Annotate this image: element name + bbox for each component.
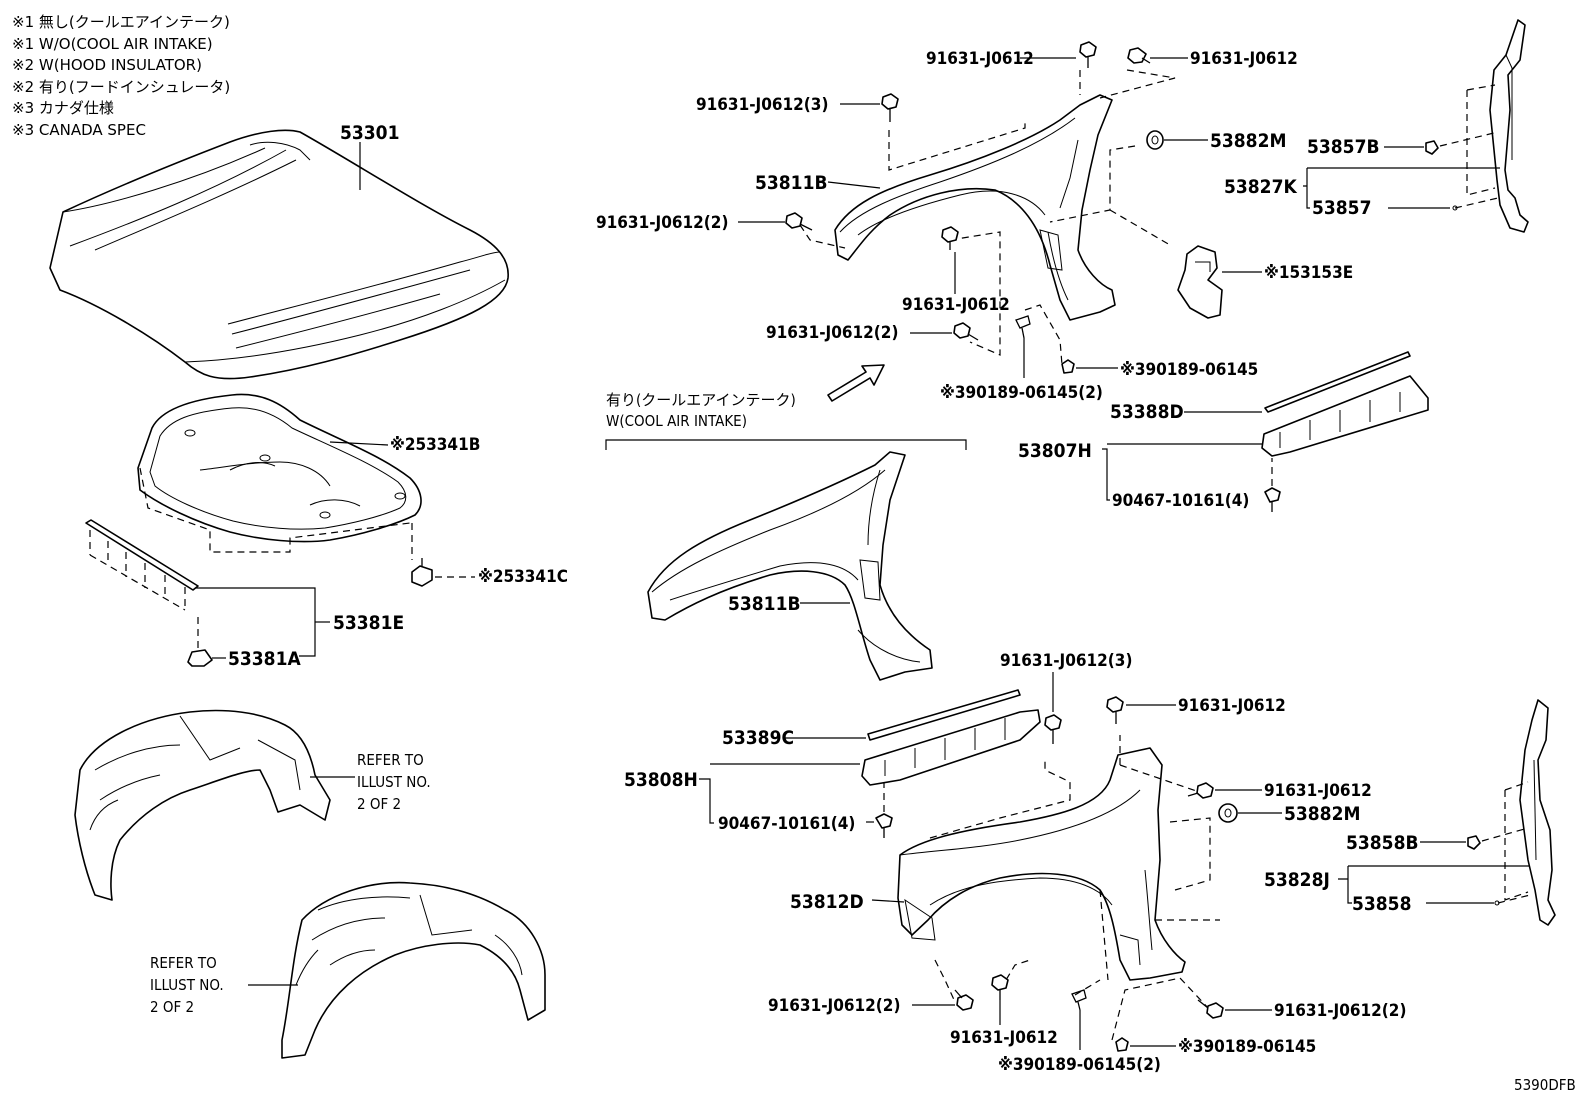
refer-line3-upper: 2 OF 2 — [357, 795, 401, 813]
label-bolt-2-left: 91631-J0612(2) — [596, 213, 728, 233]
bolt-91631-2-bottom-a — [954, 989, 974, 1011]
label-seal-53827k: 53827K — [1224, 176, 1297, 198]
label-bolt-3-top: 91631-J0612(3) — [696, 95, 828, 115]
legend-notes: ※1 無し(クールエアインテーク) ※1 W/O(COOL AIR INTAKE… — [12, 12, 230, 141]
washer-53882m-lower — [1218, 803, 1238, 823]
fender-seal-lower-right — [1519, 699, 1556, 926]
clip-53341c — [411, 558, 433, 587]
label-bolt-bottom-2a: 91631-J0612(2) — [768, 996, 900, 1016]
note-1-en: ※1 W/O(COOL AIR INTAKE) — [12, 34, 213, 53]
pad-53858b — [1467, 835, 1481, 850]
bolt-91631-top-left — [1079, 41, 1097, 68]
refer-line1-lower: REFER TO — [150, 954, 217, 972]
clip-90467-upper — [1264, 487, 1281, 512]
refer-line2-lower: ILLUST NO. — [150, 976, 224, 994]
label-protector-53388d: 53388D — [1110, 401, 1184, 423]
front-fender-variant — [647, 451, 933, 681]
clip-canada-mid-right — [1061, 359, 1075, 374]
label-bolt-lower-right2: 91631-J0612 — [1264, 781, 1372, 801]
washer-53882m-top — [1146, 130, 1164, 150]
pad-53857b — [1425, 140, 1439, 155]
label-clip-90467-upper: 90467-10161(4) — [1112, 491, 1249, 511]
fender-cover-53153e — [1177, 245, 1223, 319]
bolt-91631-3-lower — [1044, 714, 1062, 744]
clip-90467-lower — [875, 813, 893, 838]
label-bolt-2-lower: 91631-J0612(2) — [766, 323, 898, 343]
fender-seal-upper-right — [1489, 19, 1529, 233]
clip-canada-bottom-2 — [1071, 989, 1087, 1011]
label-bolt-top-left: 91631-J0612 — [926, 49, 1034, 69]
bolt-91631-mid — [941, 226, 959, 250]
variant-label-jp: 有り(クールエアインテーク) — [606, 391, 796, 409]
variant-label-en: W(COOL AIR INTAKE) — [606, 412, 747, 430]
fender-liner-lower — [281, 881, 546, 1059]
clip-canada-mid — [1015, 315, 1031, 339]
bolt-91631-2-left — [785, 212, 813, 231]
label-bolt-bottom-2b: 91631-J0612(2) — [1274, 1001, 1406, 1021]
label-clip-bottom: ※390189-06145 — [1178, 1037, 1316, 1057]
fender-protector-upper — [1261, 351, 1429, 457]
label-protector-53389c: 53389C — [722, 727, 794, 749]
variant-arrow — [827, 364, 885, 402]
label-fender-top: 53811B — [755, 172, 828, 194]
label-washer-top: 53882M — [1210, 130, 1286, 152]
label-cover-53153e: ※153153E — [1264, 263, 1353, 283]
note-3-jp: ※3 カナダ仕様 — [12, 99, 114, 117]
clip-canada-bottom — [1115, 1037, 1129, 1052]
label-pad-53858b: 53858B — [1346, 832, 1419, 854]
label-clip-90467-lower: 90467-10161(4) — [718, 814, 855, 834]
label-clip-canada-2: ※390189-06145(2) — [940, 383, 1103, 403]
refer-line1-upper: REFER TO — [357, 751, 424, 769]
label-fender-lower: 53812D — [790, 891, 864, 913]
bolt-91631-2-lower — [953, 322, 979, 341]
label-clip-bottom-2: ※390189-06145(2) — [998, 1055, 1161, 1075]
bolt-91631-lower-right2 — [1187, 782, 1214, 799]
label-pad-53857: 53857 — [1312, 197, 1371, 219]
refer-line2-upper: ILLUST NO. — [357, 773, 431, 791]
hood-panel — [49, 129, 509, 380]
clip-53381a — [187, 649, 213, 667]
label-pad-53857b: 53857B — [1307, 136, 1380, 158]
label-bolt-bottom: 91631-J0612 — [950, 1028, 1058, 1048]
label-seal-53828j: 53828J — [1264, 869, 1330, 891]
label-bolt-lower-right: 91631-J0612 — [1178, 696, 1286, 716]
note-2-en: ※2 W(HOOD INSULATOR) — [12, 56, 202, 74]
label-clip-canada: ※390189-06145 — [1120, 360, 1258, 380]
label-fender-variant: 53811B — [728, 593, 801, 615]
label-53341c: ※253341C — [478, 567, 568, 587]
hood-seal-53381e — [85, 519, 199, 591]
bolt-91631-bottom — [991, 974, 1009, 1000]
hood-insulator — [137, 393, 422, 543]
fender-protector-lower — [861, 689, 1041, 786]
label-pad-53858: 53858 — [1352, 893, 1411, 915]
note-1-jp: ※1 無し(クールエアインテーク) — [12, 13, 230, 31]
note-3-en: ※3 CANADA SPEC — [12, 120, 146, 139]
front-fender-upper — [834, 94, 1116, 321]
bolt-91631-lower-right — [1106, 696, 1124, 724]
label-bolt-top-right: 91631-J0612 — [1190, 49, 1298, 69]
label-53381a: 53381A — [228, 648, 301, 670]
note-2-jp: ※2 有り(フードインシュレータ) — [12, 77, 231, 96]
label-set-53808h: 53808H — [624, 769, 698, 791]
label-53301: 53301 — [340, 122, 399, 144]
front-fender-lower — [897, 747, 1186, 981]
label-bolt-mid: 91631-J0612 — [902, 295, 1010, 315]
label-53381e: 53381E — [333, 612, 404, 634]
label-bolt-3-lower: 91631-J0612(3) — [1000, 651, 1132, 671]
bolt-91631-top-right — [1127, 47, 1151, 64]
fender-liner-upper — [74, 709, 331, 901]
figure-code: 5390DFB — [1514, 1076, 1576, 1094]
label-set-53807h: 53807H — [1018, 440, 1092, 462]
label-washer-lower: 53882M — [1284, 803, 1360, 825]
label-53341b: ※253341B — [390, 435, 480, 455]
bolt-91631-3-top — [881, 93, 899, 122]
refer-line3-lower: 2 OF 2 — [150, 998, 194, 1016]
bolt-91631-2-bottom-b — [1197, 999, 1224, 1019]
